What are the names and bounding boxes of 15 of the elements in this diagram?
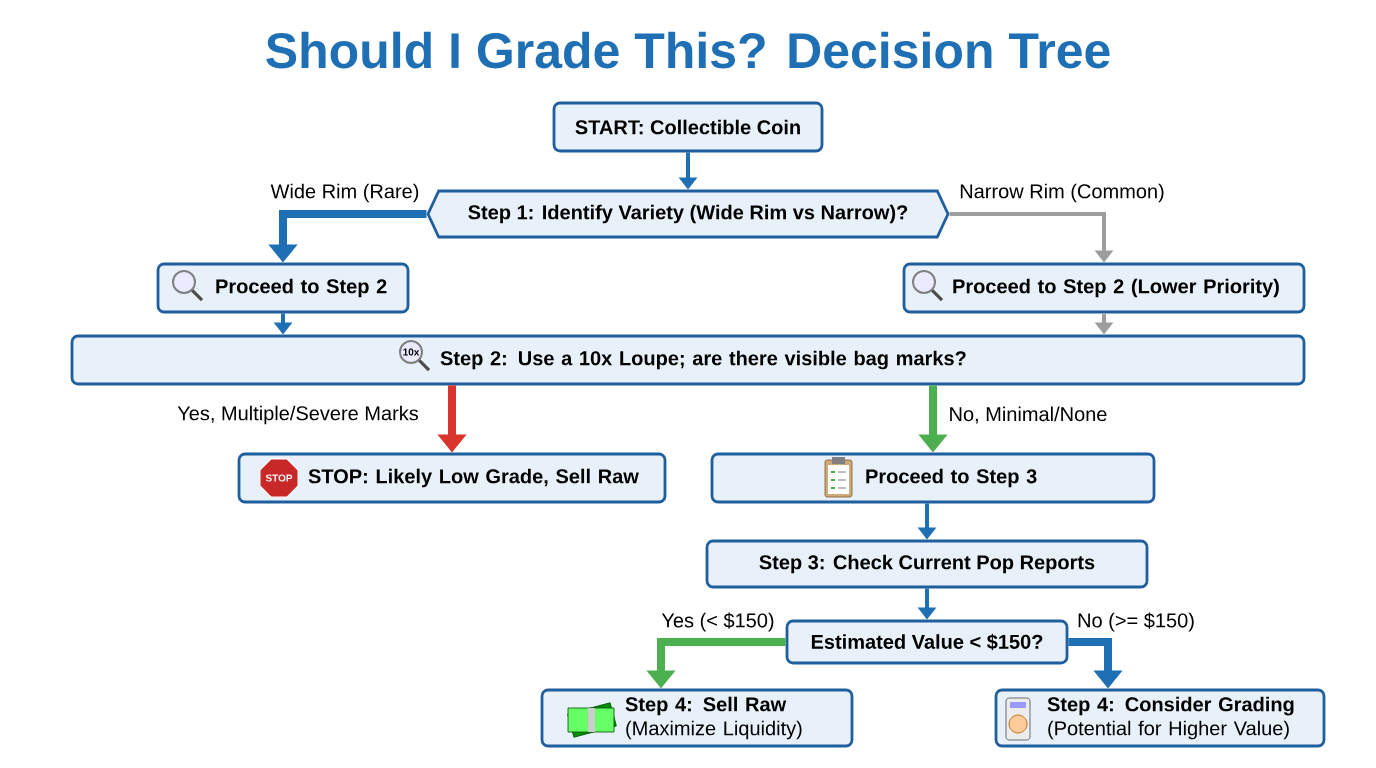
title: Should I Grade This? Decision Tree [266, 31, 1110, 69]
process-box: Estimated Value < $150? [785, 619, 1069, 665]
edge-label: Yes, Multiple/Severe Marks [175, 403, 421, 427]
edge-label: Wide Rim (Rare) [268, 181, 422, 205]
process-box: Proceed to Step 2 (Lower Priority) [902, 262, 1306, 314]
process-box: START: Collectible Coin [552, 101, 824, 153]
process-box: Step 4: Sell Raw (Maximize Liquidity) [540, 688, 854, 748]
process-box: Proceed to Step 3 [710, 452, 1156, 504]
process-box: Step 3: Check Current Pop Reports [705, 539, 1149, 589]
process-box: Proceed to Step 2 [156, 262, 410, 314]
process-box: Step 4: Consider Grading (Potential for Higher Value) [994, 688, 1326, 748]
edge-label: No (>= $150) [1075, 610, 1197, 634]
edge-label: Narrow Rim (Common) [957, 181, 1167, 205]
edge-label: No, Minimal/None [946, 404, 1110, 426]
edge-label: Yes (< $150) [659, 610, 777, 634]
